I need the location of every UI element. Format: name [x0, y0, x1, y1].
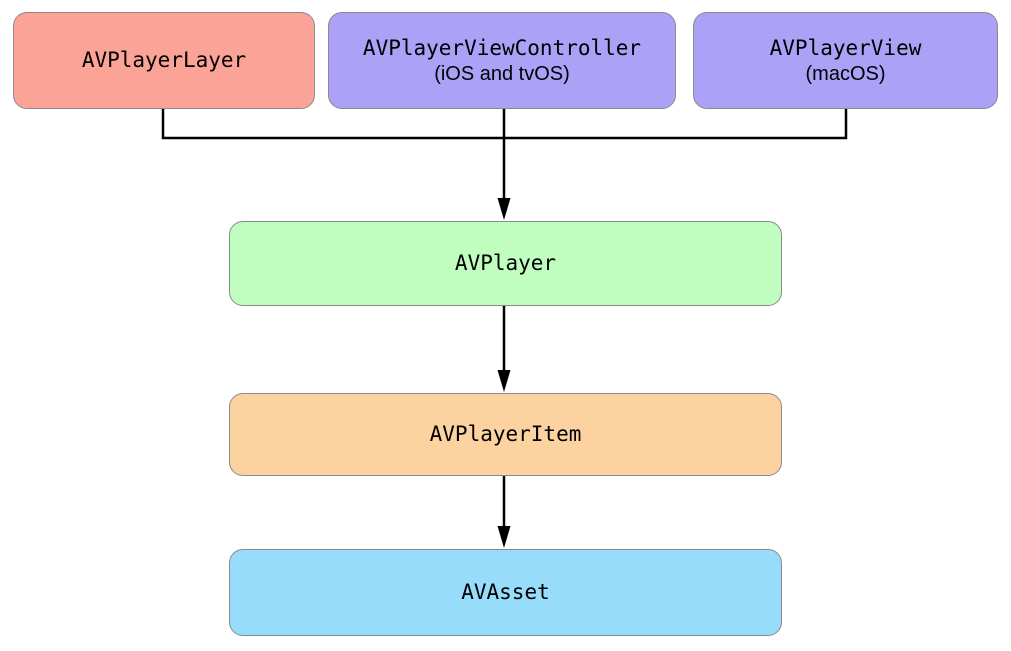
- node-avplayerviewcontroller-label: AVPlayerViewController: [362, 36, 642, 61]
- node-avplayerviewcontroller: AVPlayerViewController (iOS and tvOS): [328, 12, 676, 109]
- node-avplayerlayer: AVPlayerLayer: [13, 12, 315, 109]
- node-avplayerview: AVPlayerView (macOS): [693, 12, 998, 109]
- arrow-to-avasset-head: [497, 526, 511, 548]
- node-avplayer-label: AVPlayer: [454, 251, 557, 276]
- node-avplayer: AVPlayer: [229, 221, 782, 306]
- node-avplayerlayer-label: AVPlayerLayer: [81, 48, 247, 73]
- arrow-to-avplayer-head: [497, 198, 511, 220]
- arrow-to-avplayeritem-head: [497, 370, 511, 392]
- node-avplayeritem-label: AVPlayerItem: [429, 422, 582, 447]
- node-avplayeritem: AVPlayerItem: [229, 393, 782, 476]
- merge-connector: [161, 108, 848, 140]
- node-avplayerview-label: AVPlayerView: [769, 36, 922, 61]
- node-avplayerviewcontroller-sublabel: (iOS and tvOS): [434, 62, 570, 85]
- node-avasset: AVAsset: [229, 549, 782, 636]
- node-avplayerview-sublabel: (macOS): [805, 62, 886, 85]
- node-avasset-label: AVAsset: [461, 580, 550, 605]
